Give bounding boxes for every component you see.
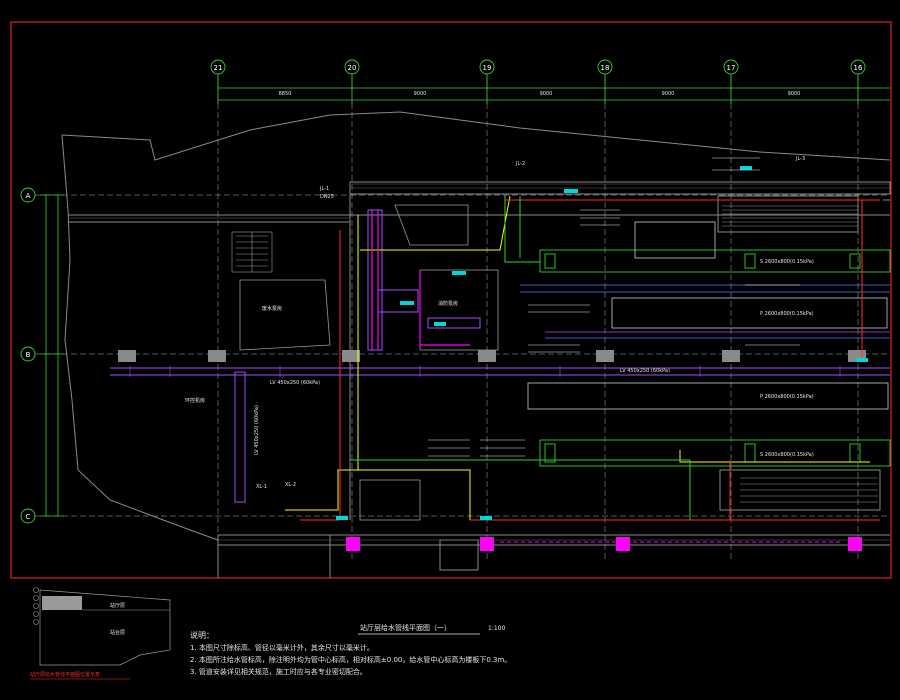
stair-left <box>231 231 273 273</box>
key-plan-block: 站台层 <box>110 629 125 636</box>
yellow-pipe <box>285 195 870 520</box>
pipe-ticks <box>129 366 841 377</box>
span-label: 9000 <box>414 91 427 97</box>
pipe-tag: XL-2 <box>285 482 296 488</box>
note-item: 2. 本图所注给水管标高，除注明外均为管中心标高，相对标高±0.00，给水管中心… <box>190 656 512 664</box>
span-label: 9000 <box>788 91 801 97</box>
key-plan-block: 站厅层 <box>110 602 125 609</box>
axis-bubble: A <box>20 187 36 203</box>
magenta-columns <box>346 537 862 551</box>
svg-text:16: 16 <box>854 64 863 72</box>
svg-text:19: 19 <box>483 64 492 72</box>
axis-bubble: 16 <box>850 59 866 84</box>
svg-text:C: C <box>26 513 31 521</box>
svg-text:20: 20 <box>348 64 357 72</box>
span-label: 9000 <box>540 91 553 97</box>
note-item: 3. 管道安装详见相关规范，施工时应与各专业密切配合。 <box>190 668 367 676</box>
top-dimension-line <box>217 82 890 104</box>
axis-bubble: B <box>20 346 36 362</box>
pipe-label: LV 450x250 (60kPa) <box>270 380 320 386</box>
note-item: 1. 本图尺寸除标高、管径以毫米计外，其余尺寸以毫米计。 <box>190 644 374 652</box>
left-dimension-line <box>40 194 64 517</box>
pipe-tag: XL-1 <box>256 484 267 490</box>
axis-bubble: 17 <box>723 59 739 84</box>
leader-notes <box>428 157 800 457</box>
axis-bubbles-top: 21 20 19 18 17 16 <box>210 59 866 84</box>
pipe-tag: DN25 <box>320 194 334 200</box>
key-plan-caption: 站厅层给水管线平面图位置示意 <box>30 671 100 678</box>
drawing-frame <box>10 21 892 579</box>
svg-text:B: B <box>26 351 31 359</box>
green-ducts <box>504 195 891 467</box>
stair-right-bottom <box>740 477 878 503</box>
axis-bubble: C <box>20 508 36 524</box>
columns <box>118 350 866 362</box>
svg-text:17: 17 <box>727 64 736 72</box>
room-label: 环控机房 <box>185 397 205 404</box>
room-label: 消防泵房 <box>438 300 458 307</box>
drawing-scale: 1:100 <box>488 625 505 632</box>
duct-label: P 2600x800(0.15kPa) <box>760 311 814 317</box>
axis-bubble: 19 <box>479 59 495 84</box>
svg-text:18: 18 <box>601 64 610 72</box>
axis-bubble: 20 <box>344 59 360 84</box>
axis-bubbles-left: A B C <box>20 187 36 524</box>
white-ducts <box>527 221 889 410</box>
magenta-pipes <box>371 210 470 350</box>
room-label: 废水泵房 <box>262 305 282 312</box>
duct-label: S 2600x800(0.15kPa) <box>760 259 814 265</box>
blue-pipes <box>520 284 890 339</box>
pipe-label: LV 450x250 (60kPa) <box>254 405 260 455</box>
red-pipes <box>300 199 880 521</box>
axis-grid <box>35 76 890 560</box>
key-plan: 站厅层 站台层 站厅层给水管线平面图位置示意 <box>30 587 171 680</box>
pipe-tag: JL-2 <box>515 161 525 167</box>
svg-text:21: 21 <box>214 64 223 72</box>
axis-bubble: 21 <box>210 59 226 84</box>
span-label: 9000 <box>662 91 675 97</box>
rooms <box>239 204 499 521</box>
duct-label: P 2600x800(0.15kPa) <box>760 394 814 400</box>
pipe-tag: JL-1 <box>319 186 329 192</box>
pipe-label: LV 450x250 (60kPa) <box>620 368 670 374</box>
wall-hatching <box>68 183 890 541</box>
svg-text:A: A <box>26 192 31 200</box>
general-notes: 说明： 1. 本图尺寸除标高、管径以毫米计外，其余尺寸以毫米计。 2. 本图所注… <box>190 630 511 678</box>
pipe-tag: JL-3 <box>795 156 805 162</box>
green-pipes <box>350 195 691 520</box>
axis-bubble: 18 <box>597 59 613 84</box>
span-label: 8850 <box>279 91 292 97</box>
duct-label: S 2600x800(0.15kPa) <box>760 452 814 458</box>
main-corridor-pipe <box>110 209 890 503</box>
notes-heading: 说明： <box>190 631 214 640</box>
drawing-title: 站厅层给水管线平面图（一） <box>360 623 451 632</box>
cyan-fittings <box>336 166 868 520</box>
stair-right-top <box>722 205 858 227</box>
